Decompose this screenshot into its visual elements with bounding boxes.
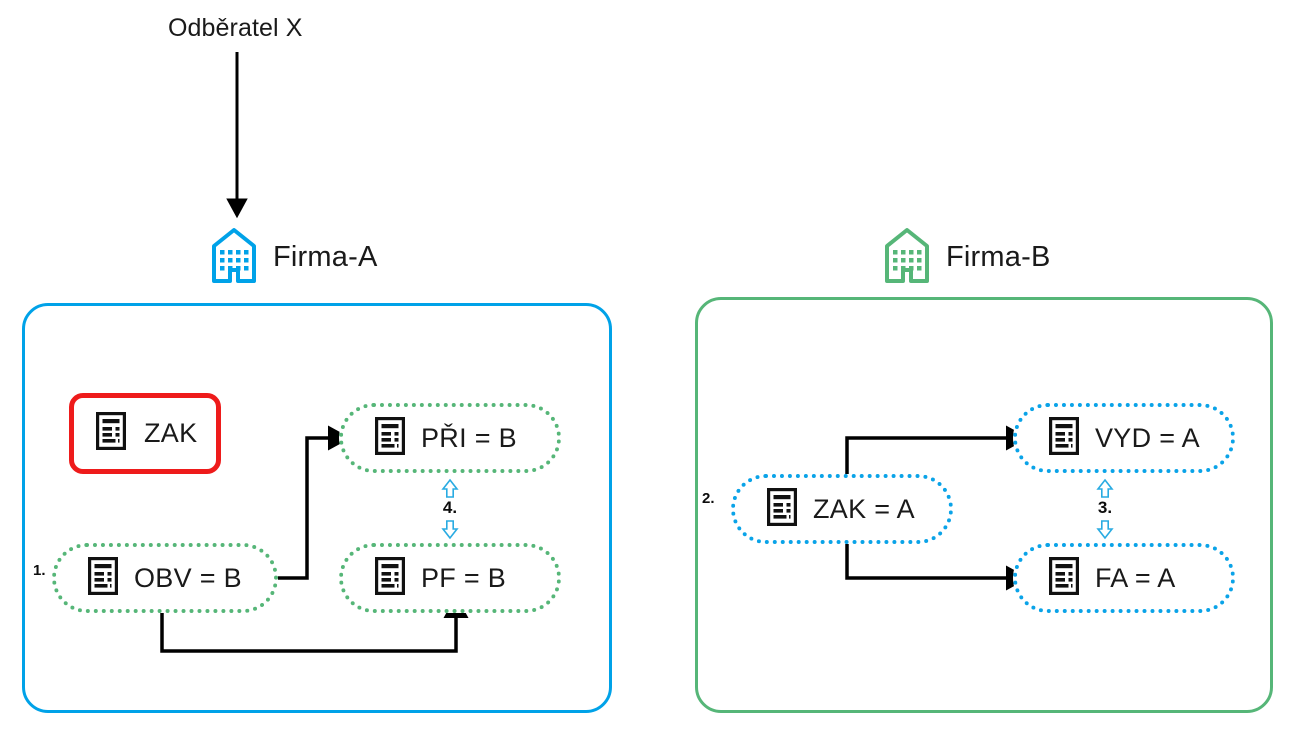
- company-name-firma-b: Firma-B: [946, 241, 1051, 273]
- building-icon: [211, 226, 257, 289]
- building-icon: [884, 226, 930, 289]
- node-label-fa: FA = A: [1095, 562, 1176, 593]
- arrow-down-icon: [441, 520, 459, 540]
- document-icon: [375, 556, 405, 600]
- link-pri-pf: 4.: [428, 478, 472, 540]
- step-number-2: 2.: [702, 490, 715, 507]
- node-label-pri: PŘI = B: [421, 422, 517, 453]
- node-label-zak-a: ZAK = A: [813, 493, 915, 524]
- node-pri[interactable]: PŘI = B: [339, 403, 561, 473]
- link-vyd-fa: 3.: [1083, 478, 1127, 540]
- company-header-firma-a: Firma-A: [211, 226, 378, 289]
- document-icon: [375, 416, 405, 460]
- node-label-obv: OBV = B: [134, 562, 242, 593]
- step-number-1: 1.: [33, 562, 46, 579]
- document-icon: [767, 487, 797, 531]
- node-vyd[interactable]: VYD = A: [1013, 403, 1235, 473]
- node-zak-a[interactable]: ZAK = A: [731, 474, 953, 544]
- step-number-3: 3.: [1097, 498, 1113, 517]
- company-header-firma-b: Firma-B: [884, 226, 1051, 289]
- node-obv[interactable]: OBV = B: [52, 543, 278, 613]
- node-fa[interactable]: FA = A: [1013, 543, 1235, 613]
- document-icon: [1049, 556, 1079, 600]
- arrow-up-icon: [441, 478, 459, 498]
- arrow-down-icon: [1096, 520, 1114, 540]
- node-label-vyd: VYD = A: [1095, 422, 1200, 453]
- step-number-4: 4.: [442, 498, 458, 517]
- document-icon: [1049, 416, 1079, 460]
- node-pf[interactable]: PF = B: [339, 543, 561, 613]
- company-panel-firma-a: [22, 303, 612, 713]
- company-name-firma-a: Firma-A: [273, 241, 378, 273]
- node-label-pf: PF = B: [421, 562, 507, 593]
- node-zak[interactable]: ZAK: [69, 393, 221, 474]
- customer-label: Odběratel X: [168, 14, 303, 42]
- document-icon: [88, 556, 118, 600]
- document-icon: [96, 412, 126, 455]
- node-label-zak: ZAK: [144, 418, 198, 448]
- arrow-up-icon: [1096, 478, 1114, 498]
